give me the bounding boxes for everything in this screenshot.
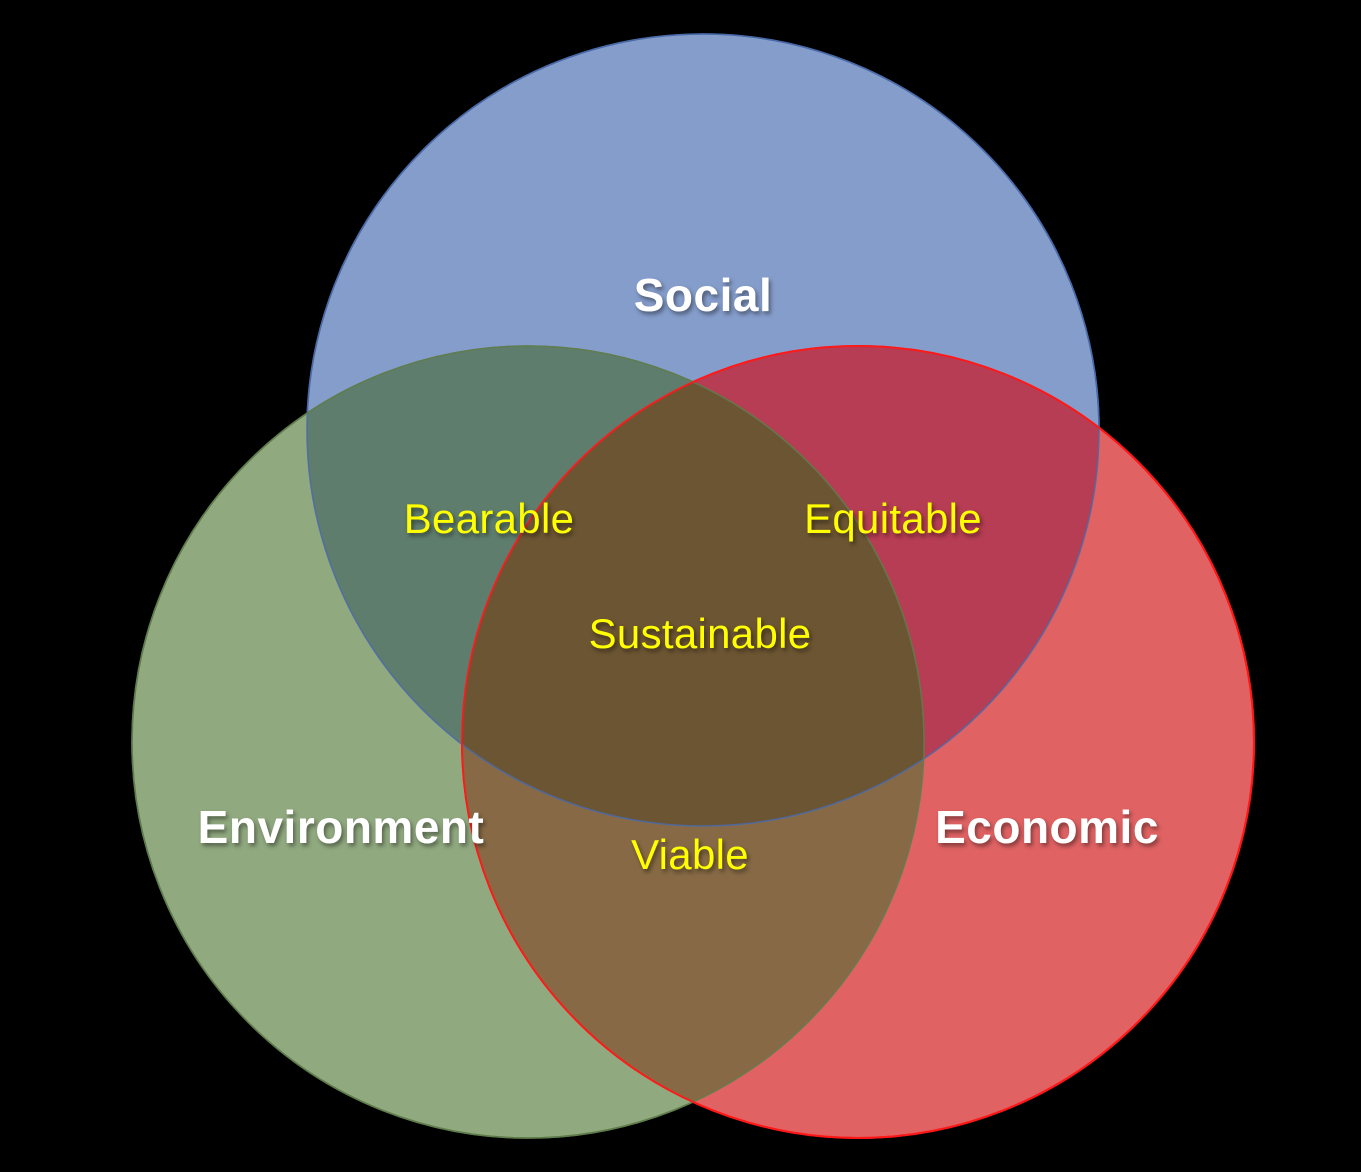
overlap-sustainable-shape bbox=[462, 346, 924, 826]
